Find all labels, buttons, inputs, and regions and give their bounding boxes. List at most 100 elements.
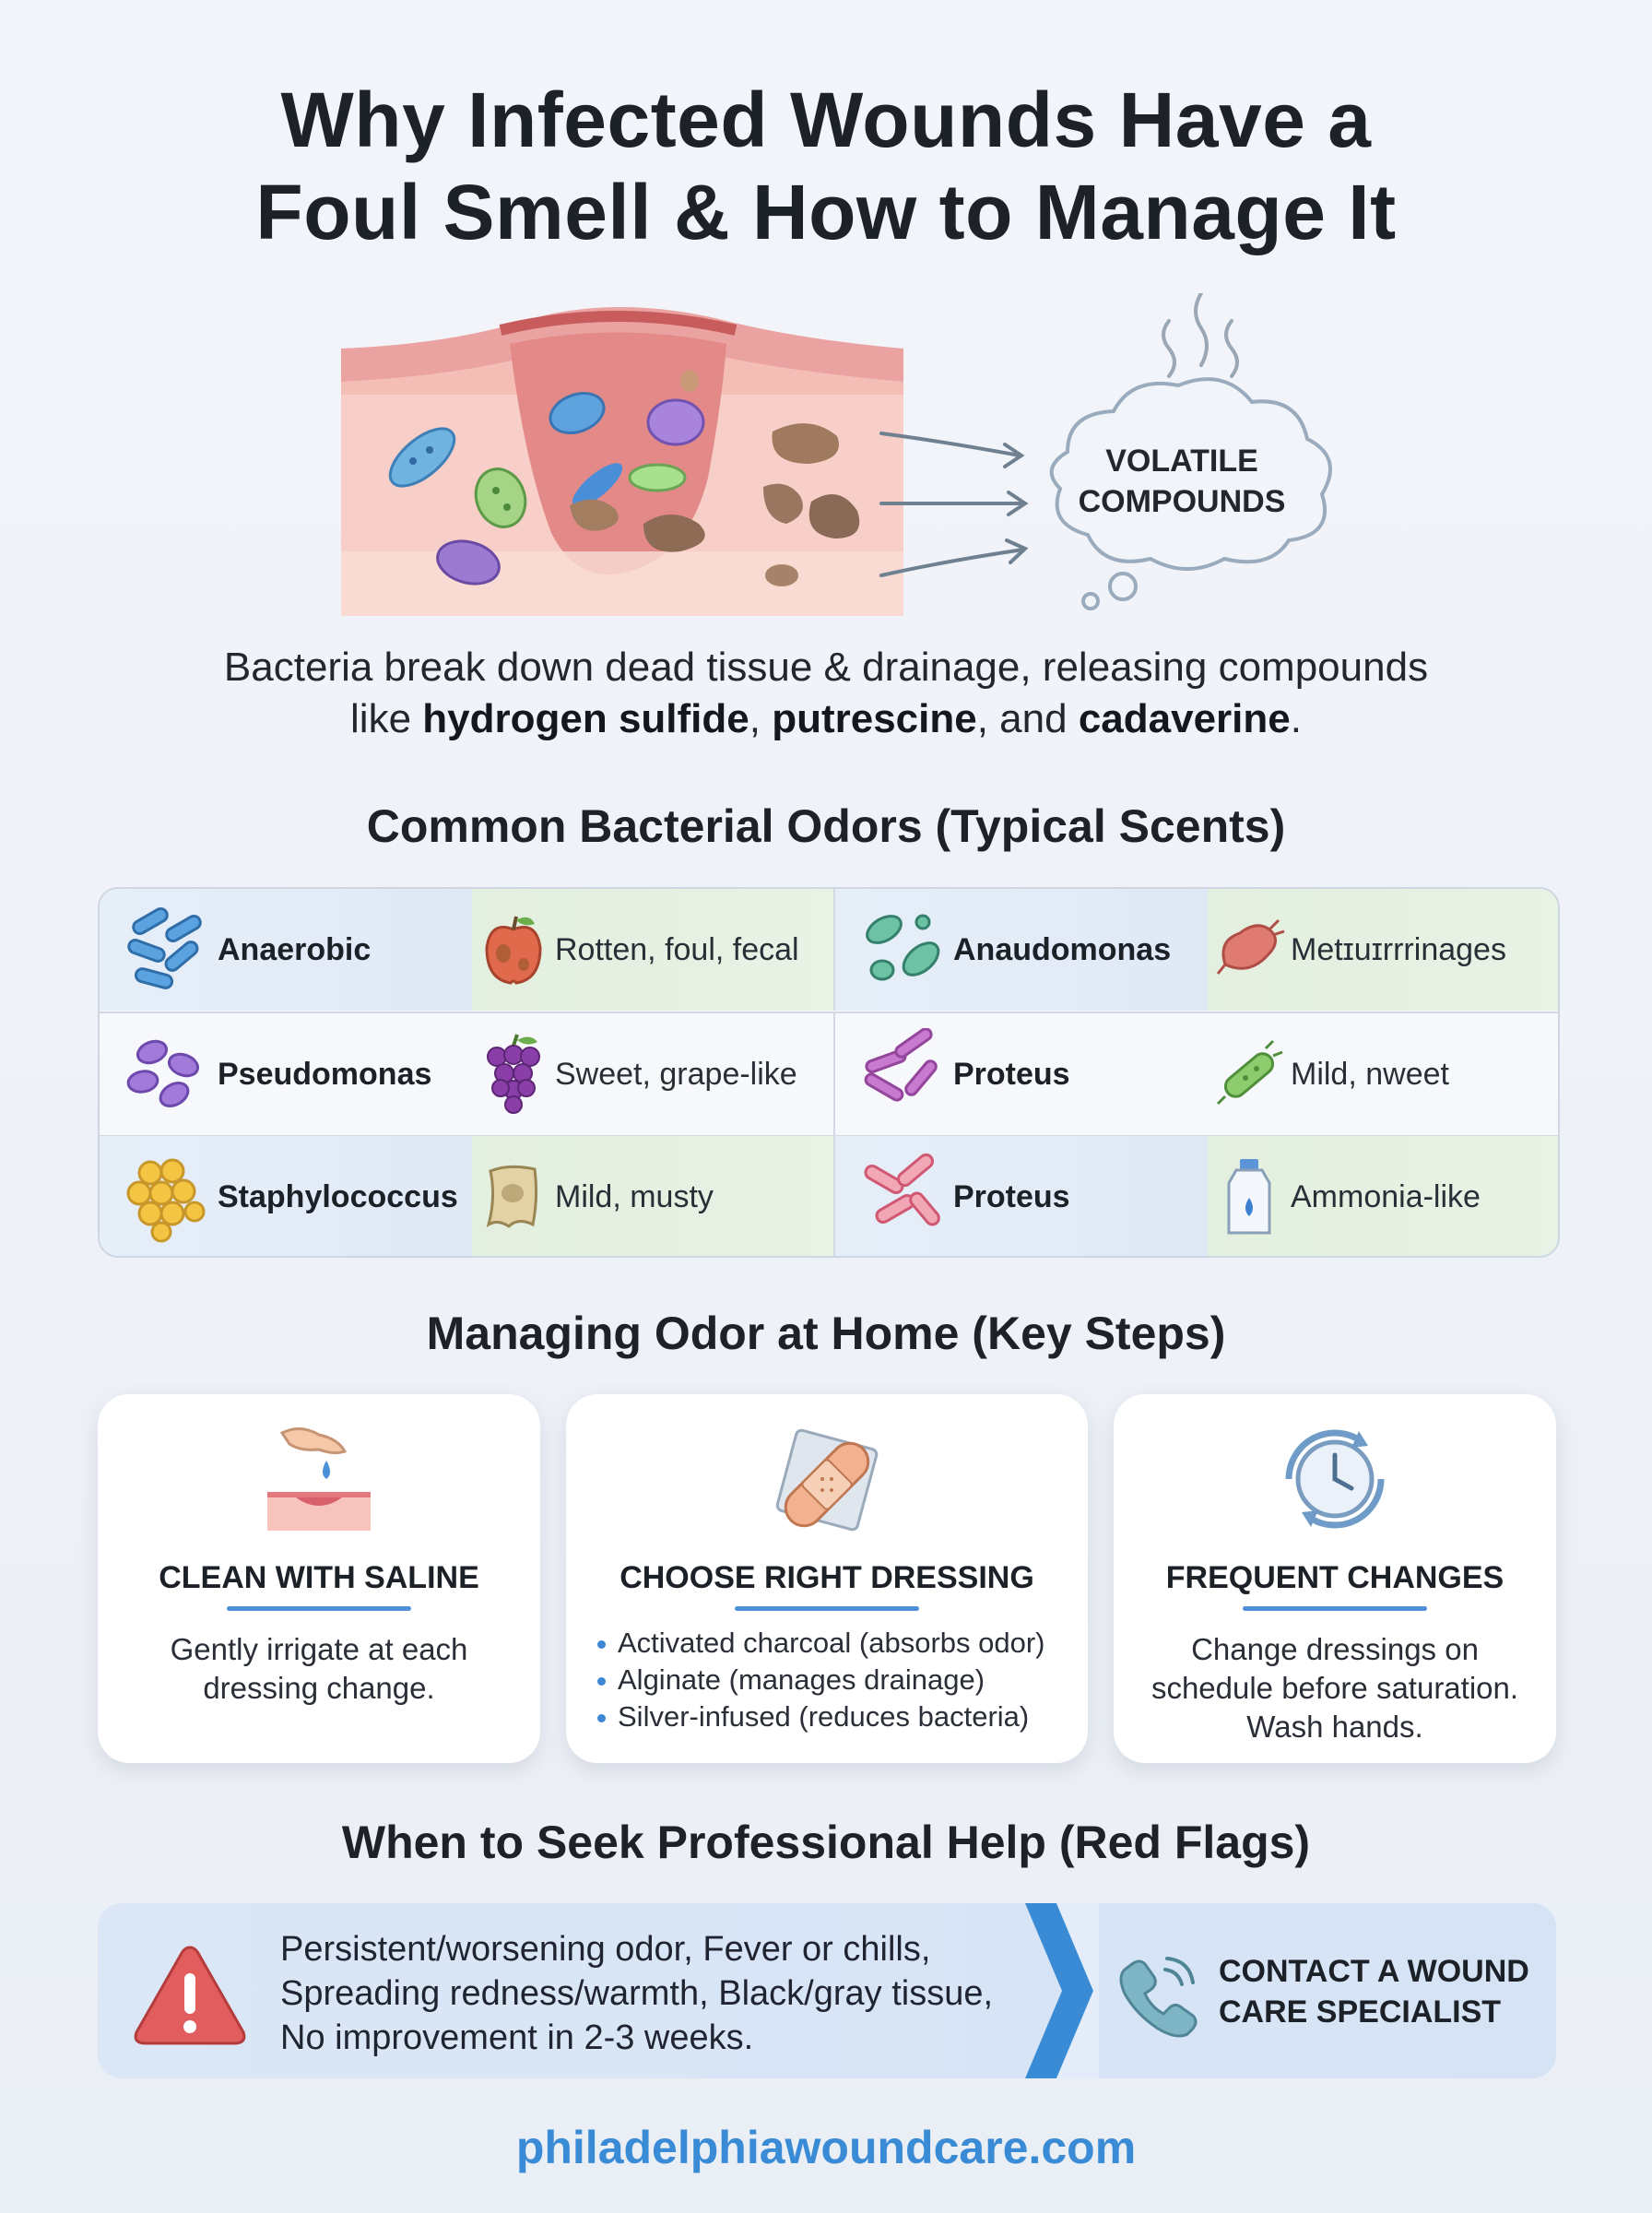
card-divider	[1243, 1606, 1427, 1611]
dressing-item: Silver-infused (reduces bacteria)	[594, 1698, 1082, 1735]
step-card-changes: FREQUENT CHANGES Change dressings on sch…	[1114, 1394, 1556, 1763]
card-body-line: Wash hands.	[1246, 1710, 1423, 1744]
grapes-icon	[472, 1024, 555, 1125]
card-title: FREQUENT CHANGES	[1165, 1560, 1504, 1595]
bacterium-name: Staphylococcus	[218, 1178, 458, 1214]
chevron-right-icon	[1025, 1903, 1099, 2078]
card-body-line: Gently irrigate at each	[170, 1632, 468, 1666]
bandage-icon	[566, 1414, 1088, 1553]
warning-triangle-icon	[134, 1946, 246, 2045]
odor-cloud-icon	[1049, 377, 1332, 610]
contact-specialist-text: CONTACT A WOUND CARE SPECIALIST	[1219, 1951, 1551, 2032]
card-title: CLEAN WITH SALINE	[159, 1560, 479, 1595]
purple-rods-icon	[852, 1024, 953, 1125]
green-bacterium-icon	[1208, 1024, 1291, 1125]
title-line-1: Why Infected Wounds Have a	[280, 77, 1372, 163]
yellow-cocci-cluster-icon	[116, 1146, 218, 1248]
bacterium-name: Pseudomonas	[218, 1056, 432, 1092]
red-flags-banner: Persistent/worsening odor, Fever or chil…	[98, 1903, 1556, 2078]
management-heading: Managing Odor at Home (Key Steps)	[426, 1308, 1226, 1359]
odors-heading: Common Bacterial Odors (Typical Scents)	[366, 800, 1286, 852]
odor-row: Staphylococcus Mild, musty Proteus Ammon…	[100, 1136, 1558, 1256]
card-divider	[735, 1606, 919, 1611]
scent-cell: Mild, musty	[472, 1136, 833, 1256]
arrow-right-icon	[879, 432, 1029, 577]
dressing-item: Activated charcoal (absorbs odor)	[594, 1625, 1082, 1662]
scent-text: Rotten, foul, fecal	[555, 931, 799, 967]
scent-text: Metɪuɪrrrinages	[1291, 931, 1506, 967]
cloud-line-1: VOLATILE	[1105, 444, 1258, 479]
card-body-line: Change dressings on	[1191, 1632, 1479, 1666]
compound-putrescine: putrescine	[772, 696, 977, 741]
card-body: Change dressings on schedule before satu…	[1114, 1630, 1556, 1746]
purple-cocci-icon	[116, 1024, 218, 1125]
page-title: Why Infected Wounds Have a Foul Smell & …	[0, 74, 1652, 258]
scent-text: Mild, musty	[555, 1178, 714, 1214]
bacterium-cell: Anaudomonas	[833, 889, 1210, 1011]
pink-rods-icon	[852, 1146, 953, 1248]
red-flags-line: Spreading redness/warmth, Black/gray tis…	[280, 1974, 994, 2013]
intro-end: .	[1290, 696, 1302, 741]
odor-table: Anaerobic Rotten, foul, fecal Anaudomona…	[98, 887, 1560, 1258]
intro-prefix: like	[350, 696, 423, 741]
red-flags-heading: When to Seek Professional Help (Red Flag…	[341, 1817, 1311, 1868]
bacterium-cell: Proteus	[833, 1136, 1210, 1256]
wound-illustration	[341, 293, 1332, 616]
bacterium-cell: Anaerobic	[100, 889, 472, 1011]
rotten-apple-icon	[472, 899, 555, 1000]
red-bacterium-icon	[1208, 899, 1291, 1000]
scent-cell: Metɪuɪrrrinages	[1208, 889, 1558, 1011]
compound-cadaverine: cadaverine	[1078, 696, 1291, 741]
scent-cell: Rotten, foul, fecal	[472, 889, 833, 1011]
intro-sep-2: , and	[976, 696, 1079, 741]
intro-line-1: Bacteria break down dead tissue & draina…	[223, 645, 1429, 690]
card-title: CHOOSE RIGHT DRESSING	[620, 1560, 1034, 1595]
red-flags-line: Persistent/worsening odor, Fever or chil…	[280, 1930, 931, 1969]
step-card-clean: CLEAN WITH SALINE Gently irrigate at eac…	[98, 1394, 540, 1763]
card-divider	[227, 1606, 411, 1611]
compound-hydrogen-sulfide: hydrogen sulfide	[422, 696, 749, 741]
scent-text: Ammonia-like	[1291, 1178, 1481, 1214]
bacterium-cell: Pseudomonas	[100, 1013, 472, 1135]
odor-row: Pseudomonas Sweet, grape-like Proteus Mi…	[100, 1012, 1558, 1137]
blue-rods-icon	[116, 899, 218, 1000]
contact-line: CONTACT A WOUND	[1219, 1954, 1529, 1989]
scent-cell: Mild, nweet	[1208, 1013, 1558, 1135]
wound-cross-section-icon	[341, 307, 903, 616]
intro-line-2: like hydrogen sulfide, putrescine, and c…	[0, 693, 1652, 745]
card-body-line: schedule before saturation.	[1150, 1671, 1519, 1705]
saline-drip-icon	[98, 1414, 540, 1553]
clock-cycle-icon	[1114, 1414, 1556, 1553]
step-card-dressing: CHOOSE RIGHT DRESSING Activated charcoal…	[566, 1394, 1088, 1763]
bacterium-name: Anaudomonas	[953, 931, 1172, 967]
intro-sep-1: ,	[749, 696, 773, 741]
bacterium-name: Proteus	[953, 1056, 1070, 1092]
card-body-line: dressing change.	[203, 1671, 435, 1705]
red-flags-text: Persistent/worsening odor, Fever or chil…	[280, 1927, 1073, 2060]
title-line-2: Foul Smell & How to Manage It	[255, 169, 1397, 255]
scent-text: Sweet, grape-like	[555, 1056, 797, 1092]
card-body: Gently irrigate at each dressing change.	[98, 1630, 540, 1708]
contact-line: CARE SPECIALIST	[1219, 1994, 1502, 2030]
bacterium-cell: Staphylococcus	[100, 1136, 472, 1256]
musty-cloth-icon	[472, 1146, 555, 1248]
cloud-line-2: COMPOUNDS	[1078, 484, 1286, 519]
dressing-item: Alginate (manages drainage)	[594, 1662, 1082, 1698]
red-flags-line: No improvement in 2-3 weeks.	[280, 2018, 754, 2057]
website-link[interactable]: philadelphiawoundcare.com	[515, 2122, 1137, 2173]
bacterium-cell: Proteus	[833, 1013, 1210, 1135]
dressing-list: Activated charcoal (absorbs odor) Algina…	[594, 1625, 1082, 1735]
bacteria-icon	[388, 370, 860, 586]
scent-cell: Sweet, grape-like	[472, 1013, 833, 1135]
green-bacteria-icon	[852, 899, 953, 1000]
intro-text: Bacteria break down dead tissue & draina…	[0, 642, 1652, 745]
ammonia-bottle-icon	[1208, 1146, 1291, 1248]
cloud-label: VOLATILE COMPOUNDS	[1051, 441, 1313, 522]
scent-cell: Ammonia-like	[1208, 1136, 1558, 1256]
bacterium-name: Proteus	[953, 1178, 1070, 1214]
scent-text: Mild, nweet	[1291, 1056, 1449, 1092]
stink-lines-icon	[1162, 293, 1239, 378]
bacterium-name: Anaerobic	[218, 931, 372, 967]
odor-row: Anaerobic Rotten, foul, fecal Anaudomona…	[100, 889, 1558, 1011]
